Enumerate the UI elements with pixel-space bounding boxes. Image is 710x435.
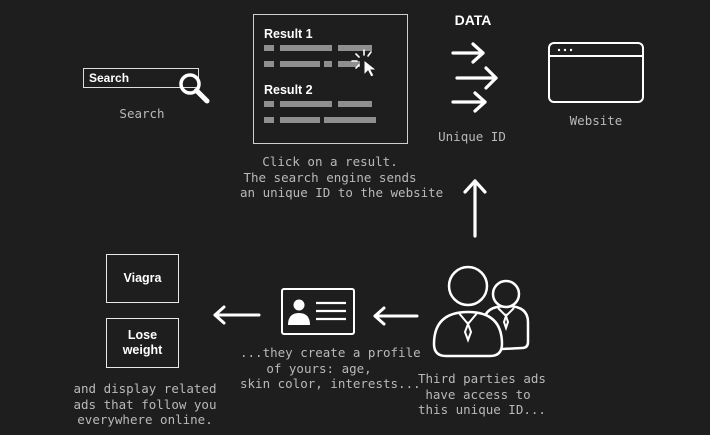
third-parties-caption-line: Third parties ads (418, 371, 546, 386)
result-1-line-1 (280, 45, 332, 51)
profile-card-icon (281, 288, 355, 335)
cursor-click-icon (351, 49, 378, 78)
third-parties-caption-line: have access to (425, 386, 531, 402)
website-caption: Website (569, 113, 623, 128)
ad-lose-weight: Lose weight (106, 318, 179, 368)
ads-caption-line: ads that follow you (73, 396, 217, 412)
results-caption-line: The search engine sends (243, 169, 417, 185)
data-arrows-icon (451, 42, 498, 113)
result-2-line-2 (324, 117, 376, 123)
profile-caption-line: of yours: age, (266, 360, 372, 376)
ads-caption: and display related ads that follow you … (72, 381, 218, 428)
result-1-line-2 (264, 61, 274, 67)
result-1-line-2 (280, 61, 320, 67)
result-2-line-2 (280, 117, 320, 123)
browser-window-icon (548, 42, 644, 103)
result-2-line-1 (280, 101, 332, 107)
arrow-left-icon (373, 306, 419, 326)
search-caption: Search (119, 106, 165, 121)
result-1-line-1 (264, 45, 274, 51)
people-icon (432, 265, 530, 358)
profile-caption-line: skin color, interests... (240, 376, 421, 391)
search-box-text: Search (89, 71, 130, 85)
result-1-line-2 (338, 61, 360, 67)
arrow-left-icon (213, 305, 261, 325)
ads-caption-line: everywhere online. (77, 412, 213, 427)
data-title: DATA (454, 12, 492, 28)
arrow-up-icon (463, 179, 487, 238)
results-panel: Result 1 Result 2 (253, 14, 408, 144)
results-caption: Click on a result. The search engine sen… (240, 154, 444, 201)
profile-caption: ...they create a profile of yours: age, … (240, 345, 421, 392)
ads-caption-line: and display related (73, 381, 217, 396)
result-1-title: Result 1 (264, 27, 313, 41)
results-caption-line: an unique ID to the website (240, 185, 444, 200)
unique-id-caption: Unique ID (438, 129, 506, 144)
profile-caption-line: ...they create a profile (240, 345, 421, 360)
result-1-line-2 (324, 61, 332, 67)
ad-viagra: Viagra (106, 254, 179, 303)
result-2-line-2 (264, 117, 274, 123)
results-caption-line: Click on a result. (262, 154, 398, 169)
result-2-line-1 (338, 101, 372, 107)
third-parties-caption-line: this unique ID... (418, 402, 546, 417)
result-2-line-1 (264, 101, 274, 107)
result-2-title: Result 2 (264, 83, 313, 97)
result-1-line-1 (338, 45, 372, 51)
third-parties-caption: Third parties ads have access to this un… (418, 371, 546, 418)
result-2-line-2 (316, 117, 320, 123)
magnifier-icon (179, 73, 210, 104)
